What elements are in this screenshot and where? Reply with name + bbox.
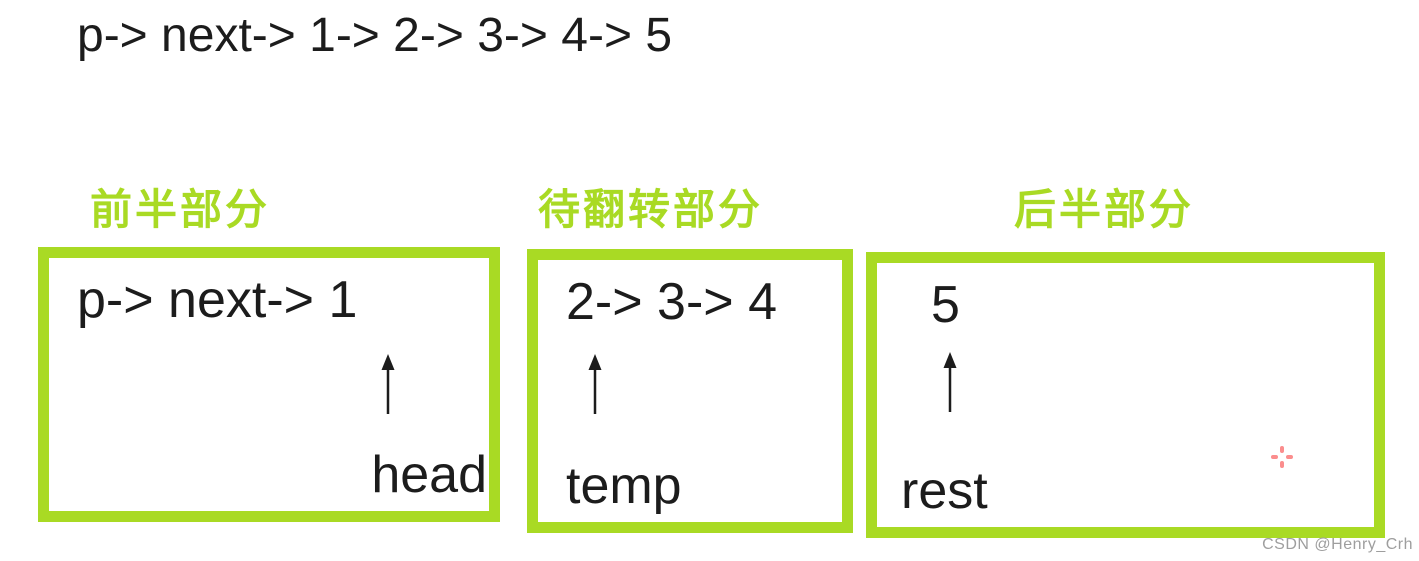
pointer-label: temp (566, 457, 682, 515)
box-content-text: p-> next-> 1 (77, 271, 358, 329)
box-content-text: 5 (931, 276, 960, 334)
linked-list-expression: p-> next-> 1-> 2-> 3-> 4-> 5 (77, 9, 673, 62)
up-arrow-icon (377, 353, 399, 415)
move-cursor-icon (1271, 446, 1293, 468)
section-box-to-reverse: 2-> 3-> 4 temp (527, 249, 853, 533)
section-box-first-half: p-> next-> 1 head (38, 247, 500, 522)
section-label-to-reverse: 待翻转部分 (538, 186, 764, 233)
pointer-label: rest (901, 462, 988, 520)
up-arrow-icon (584, 353, 606, 415)
watermark: CSDN @Henry_Crh (1262, 536, 1413, 553)
up-arrow-icon (939, 351, 961, 413)
section-box-second-half: 5 rest (866, 252, 1385, 538)
section-label-second-half: 后半部分 (1014, 186, 1195, 233)
box-content-text: 2-> 3-> 4 (566, 273, 778, 331)
pointer-label: head (371, 446, 487, 504)
section-label-first-half: 前半部分 (90, 186, 271, 233)
